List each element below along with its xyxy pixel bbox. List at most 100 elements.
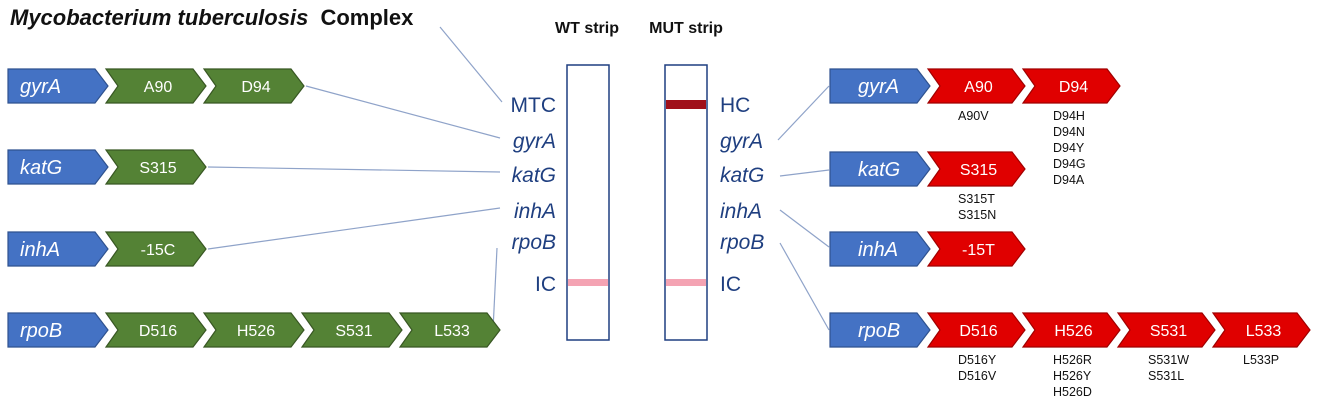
wt-probe-katg: katG xyxy=(512,164,556,187)
diagram-title: Mycobacterium tuberculosis Complex xyxy=(10,5,414,30)
wt-row-inha: inhA -15C xyxy=(7,231,207,267)
mut-gene-label-gyra: gyrA xyxy=(858,76,899,98)
mutation-d94g: D94G xyxy=(1053,157,1086,171)
wt-segment-label-rpob-d516: D516 xyxy=(139,323,177,340)
mutation-d516y: D516Y xyxy=(958,353,997,367)
wt-gene-block-rpob xyxy=(7,312,109,348)
mut-segment-rpob-h526 xyxy=(1021,312,1121,348)
mut-segment-label-rpob-s531: S531 xyxy=(1150,323,1187,340)
wt-segment-rpob-l533 xyxy=(398,312,501,348)
mut-segment-rpob-d516 xyxy=(926,312,1026,348)
mutation-d94a: D94A xyxy=(1053,173,1085,187)
mut-gene-block-inha xyxy=(829,231,931,267)
mut-probe-inha: inhA xyxy=(720,200,762,223)
mutation-s531w: S531W xyxy=(1148,353,1189,367)
mut-probe-katg: katG xyxy=(720,164,764,187)
wt-gene-label-inha: inhA xyxy=(20,239,60,261)
wt-gene-label-gyra: gyrA xyxy=(20,76,61,98)
leader-wt-inha xyxy=(207,207,501,250)
wt-probe-labels: MTC gyrA katG inhA rpoB IC xyxy=(511,94,557,296)
wt-gene-block-gyra xyxy=(7,68,109,104)
mut-segment-rpob-l533 xyxy=(1211,312,1311,348)
mut-hc-band xyxy=(666,100,706,109)
mut-gene-block-katg xyxy=(829,151,931,187)
mut-strip xyxy=(664,64,708,341)
mutation-d94h: D94H xyxy=(1053,109,1085,123)
mut-segment-gyra-a90 xyxy=(926,68,1026,104)
mut-segment-rpob-s531 xyxy=(1116,312,1216,348)
wt-segment-rpob-s531 xyxy=(300,312,403,348)
wt-row-katg: katG S315 xyxy=(7,149,207,185)
wt-probe-mtc: MTC xyxy=(511,94,557,117)
mut-probe-ic: IC xyxy=(720,273,741,296)
wt-segment-label-rpob-s531: S531 xyxy=(335,323,372,340)
mut-segment-inha-15t xyxy=(926,231,1026,267)
mutation-s531l: S531L xyxy=(1148,369,1184,383)
mut-probe-gyra: gyrA xyxy=(720,130,763,153)
mutation-l533p: L533P xyxy=(1243,353,1279,367)
mutation-d94n: D94N xyxy=(1053,125,1085,139)
mut-segment-gyra-d94 xyxy=(1021,68,1121,104)
wt-probe-inha: inhA xyxy=(514,200,556,223)
wt-gene-block-katg xyxy=(7,149,109,185)
leader-title-mtc xyxy=(439,26,503,103)
wt-segment-rpob-d516 xyxy=(104,312,207,348)
mut-gene-label-rpob: rpoB xyxy=(858,320,900,342)
leader-mut-rpob xyxy=(779,242,830,331)
mutation-h526r: H526R xyxy=(1053,353,1092,367)
mutation-s315n: S315N xyxy=(958,208,996,222)
wt-gene-block-inha xyxy=(7,231,109,267)
mut-probe-labels: HC gyrA katG inhA rpoB IC xyxy=(720,94,764,296)
wt-probe-ic: IC xyxy=(535,273,556,296)
mut-gene-block-gyra xyxy=(829,68,931,104)
mut-segment-label-rpob-d516: D516 xyxy=(959,323,997,340)
mut-segment-katg-s315 xyxy=(926,151,1026,187)
wt-segment-rpob-h526 xyxy=(202,312,305,348)
mut-strip-title: MUT strip xyxy=(649,20,723,37)
leader-mut-katg xyxy=(779,169,830,177)
wt-segment-label-gyra-d94: D94 xyxy=(241,79,270,96)
wt-segment-label-katg-s315: S315 xyxy=(139,160,176,177)
mut-gene-block-rpob xyxy=(829,312,931,348)
wt-segment-gyra-d94 xyxy=(202,68,305,104)
mut-segment-label-gyra-a90: A90 xyxy=(964,79,993,96)
mutation-d516v: D516V xyxy=(958,369,997,383)
mut-segment-label-gyra-d94: D94 xyxy=(1059,79,1088,96)
mut-gene-label-katg: katG xyxy=(858,159,900,181)
mut-probe-hc: HC xyxy=(720,94,750,117)
wt-segment-katg-s315 xyxy=(104,149,207,185)
wt-strip-title: WT strip xyxy=(555,20,619,37)
leader-mut-inha xyxy=(779,209,830,248)
leader-wt-gyra xyxy=(305,85,501,139)
mut-gene-label-inha: inhA xyxy=(858,239,898,261)
mutation-h526d: H526D xyxy=(1053,385,1092,399)
wt-segment-inha-15c xyxy=(104,231,207,267)
leader-wt-rpob xyxy=(492,247,498,331)
title-italic: Mycobacterium tuberculosis xyxy=(10,5,308,30)
wt-segment-label-inha-15c: -15C xyxy=(141,242,176,259)
mut-ic-band xyxy=(666,279,706,286)
wt-ic-band xyxy=(568,279,608,286)
wt-row-gyra: gyrA A90 D94 xyxy=(7,68,305,104)
mutation-a90v: A90V xyxy=(958,109,989,123)
mutation-d94y: D94Y xyxy=(1053,141,1085,155)
wt-strip xyxy=(566,64,610,341)
mut-segment-label-inha-15t: -15T xyxy=(962,242,995,259)
mut-segment-label-rpob-h526: H526 xyxy=(1054,323,1092,340)
leader-mut-gyra xyxy=(777,85,830,141)
mut-segment-label-katg-s315: S315 xyxy=(960,162,997,179)
mut-row-inha: inhA -15T xyxy=(829,231,1026,267)
wt-probe-gyra: gyrA xyxy=(513,130,556,153)
mutation-s315t: S315T xyxy=(958,192,995,206)
wt-probe-rpob: rpoB xyxy=(512,231,556,254)
wt-gene-label-rpob: rpoB xyxy=(20,320,62,342)
mut-probe-rpob: rpoB xyxy=(720,231,764,254)
wt-segment-label-gyra-a90: A90 xyxy=(144,79,173,96)
wt-gene-label-katg: katG xyxy=(20,157,62,179)
